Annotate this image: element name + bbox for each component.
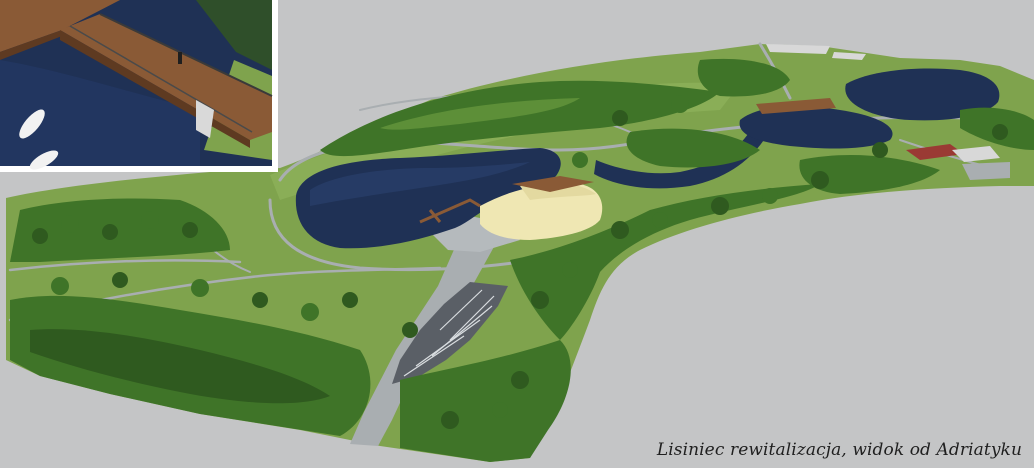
forest-north-light	[380, 98, 580, 130]
scattered-trees	[32, 95, 1008, 429]
east-buildings	[906, 144, 1010, 180]
north-lake	[845, 68, 1000, 121]
forest-west-dark	[30, 329, 330, 404]
image-caption: Lisiniec rewitalizacja, widok od Adriaty…	[656, 440, 1022, 460]
big-lake-sheen	[310, 162, 530, 206]
middle-lake	[739, 106, 893, 149]
bridge-detail-inset	[0, 0, 278, 172]
path-west-1	[8, 259, 242, 272]
north-buildings	[766, 44, 866, 60]
forest-southwest	[10, 198, 230, 262]
forest-east	[799, 155, 940, 194]
forest-northeast	[697, 58, 790, 97]
beach-pavilion	[512, 176, 594, 192]
bridge-detail-render	[0, 0, 273, 170]
tree-masses	[10, 58, 1034, 462]
lake-deck-bridge	[756, 98, 836, 114]
parking-rows	[403, 289, 495, 377]
river-channel	[594, 128, 770, 189]
parking-surface	[392, 282, 508, 384]
forest-north	[320, 80, 720, 157]
forest-middle-east	[626, 128, 760, 168]
wooden-pier	[419, 198, 481, 224]
beach	[480, 183, 603, 240]
forest-south	[400, 340, 571, 462]
parking-lot	[392, 282, 508, 384]
